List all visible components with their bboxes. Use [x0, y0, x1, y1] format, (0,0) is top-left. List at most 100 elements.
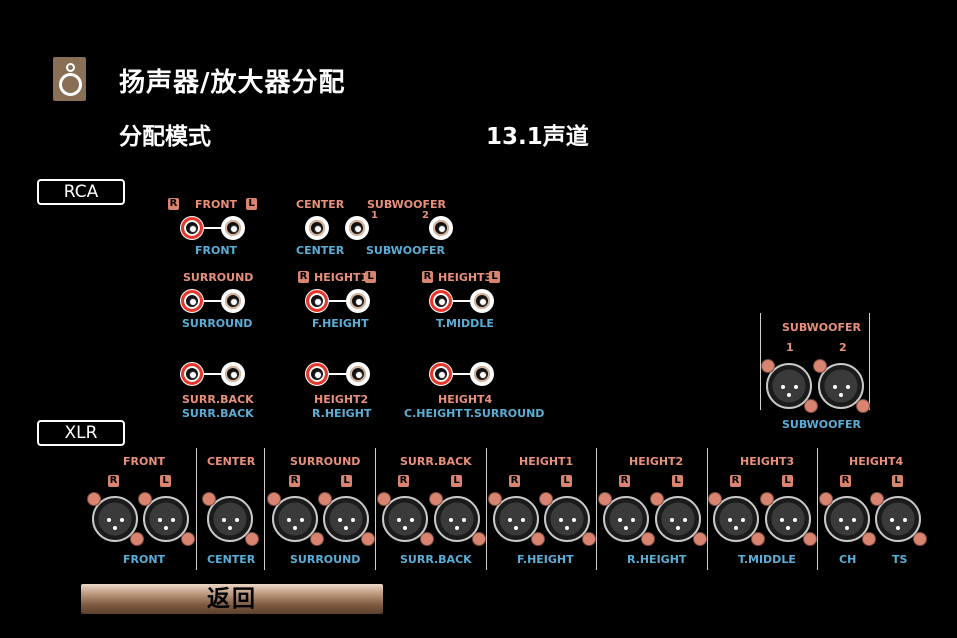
height3-r-badge: R	[422, 271, 433, 283]
rca-sub-2-label: 2	[422, 210, 429, 221]
rca-height3-top-label: HEIGHT3	[438, 271, 493, 284]
sub-xlr-top-label: SUBWOOFER	[782, 321, 861, 334]
xlr-surrback-l-badge: L	[451, 475, 462, 487]
xlr-height2-l-badge: L	[672, 475, 683, 487]
xlr-rheight-bottom-label: R.HEIGHT	[627, 553, 687, 566]
rca-sub2-jack	[430, 217, 452, 239]
rca-height4-r-jack	[430, 363, 452, 385]
xlr-divider	[707, 448, 708, 570]
rca-surrback-link	[203, 373, 222, 375]
rca-height1-top-label: HEIGHT1	[314, 271, 369, 284]
rca-rheight-bottom-label: R.HEIGHT	[312, 407, 372, 420]
rca-surround-top-label: SURROUND	[183, 271, 254, 284]
assign-mode-value[interactable]: 13.1声道	[486, 124, 589, 150]
page-title: 扬声器/放大器分配	[119, 68, 346, 98]
xlr-sub2-connector	[813, 359, 870, 413]
rca-height4-l-jack	[471, 363, 493, 385]
back-button[interactable]: 返回	[81, 584, 383, 614]
xlr-divider	[596, 448, 597, 570]
xlr-front-bottom-label: FRONT	[123, 553, 166, 566]
xlr-height3-r-badge: R	[730, 475, 741, 487]
rca-surrback-l-jack	[222, 363, 244, 385]
xlr-height4-r-badge: R	[840, 475, 851, 487]
xlr-front-top-label: FRONT	[123, 455, 166, 468]
rca-height2-top-label: HEIGHT2	[314, 393, 369, 406]
rca-height2-l-jack	[347, 363, 369, 385]
rca-sub1-jack	[346, 217, 368, 239]
rca-surround-bottom-label: SURROUND	[182, 317, 253, 330]
rca-tmiddle-bottom-label: T.MIDDLE	[436, 317, 494, 330]
speaker-icon	[53, 57, 86, 101]
xlr-ts-bottom-label: TS	[892, 553, 908, 566]
rca-height4-top-label: HEIGHT4	[438, 393, 493, 406]
xlr-surround-r-badge: R	[289, 475, 300, 487]
xlr-height4-l-connector	[870, 492, 927, 546]
xlr-height1-r-badge: R	[509, 475, 520, 487]
xlr-surround-top-label: SURROUND	[290, 455, 361, 468]
rca-front-r-jack	[181, 217, 203, 239]
front-r-badge: R	[168, 198, 179, 210]
xlr-divider	[486, 448, 487, 570]
rca-surround-l-jack	[222, 290, 244, 312]
rca-subwoofer-top-label: SUBWOOFER	[367, 198, 446, 211]
rca-height3-link	[452, 300, 471, 302]
xlr-height2-l-connector	[650, 492, 707, 546]
xlr-surrback-l-connector	[429, 492, 486, 546]
rca-center-bottom-label: CENTER	[296, 244, 345, 257]
xlr-section-label: XLR	[37, 420, 125, 446]
rca-height4-link	[452, 373, 471, 375]
xlr-front-l-connector	[138, 492, 195, 546]
xlr-surround-l-badge: L	[341, 475, 352, 487]
rca-height2-r-jack	[306, 363, 328, 385]
sub-xlr-2-label: 2	[839, 341, 847, 354]
xlr-height3-l-badge: L	[782, 475, 793, 487]
height1-l-badge: L	[365, 271, 376, 283]
height1-r-badge: R	[298, 271, 309, 283]
xlr-center-connector	[202, 492, 259, 546]
rca-center-top-label: CENTER	[296, 198, 345, 211]
assign-mode-label: 分配模式	[119, 124, 211, 150]
xlr-height3-l-connector	[760, 492, 817, 546]
front-l-badge: L	[246, 198, 257, 210]
xlr-surround-l-connector	[318, 492, 375, 546]
rca-height1-link	[328, 300, 347, 302]
xlr-front-r-badge: R	[108, 475, 119, 487]
xlr-surround-bottom-label: SURROUND	[290, 553, 361, 566]
rca-center-jack	[306, 217, 328, 239]
rca-front-l-jack	[222, 217, 244, 239]
xlr-center-top-label: CENTER	[207, 455, 256, 468]
rca-height1-r-jack	[306, 290, 328, 312]
rca-surrback-top-label: SURR.BACK	[182, 393, 254, 406]
rca-section-label: RCA	[37, 179, 125, 205]
xlr-height2-r-badge: R	[619, 475, 630, 487]
xlr-divider	[264, 448, 265, 570]
xlr-surrback-r-badge: R	[398, 475, 409, 487]
xlr-height4-top-label: HEIGHT4	[849, 455, 904, 468]
rca-height1-l-jack	[347, 290, 369, 312]
xlr-front-l-badge: L	[160, 475, 171, 487]
rca-fheight-bottom-label: F.HEIGHT	[312, 317, 369, 330]
xlr-sub1-connector	[761, 359, 818, 413]
rca-surrback-bottom-label: SURR.BACK	[182, 407, 254, 420]
rca-surrback-r-jack	[181, 363, 203, 385]
xlr-surrback-bottom-label: SURR.BACK	[400, 553, 472, 566]
xlr-height4-r-connector	[819, 492, 876, 546]
xlr-height1-l-badge: L	[561, 475, 572, 487]
rca-height3-l-jack	[471, 290, 493, 312]
xlr-fheight-bottom-label: F.HEIGHT	[517, 553, 574, 566]
rca-front-bottom-label: FRONT	[195, 244, 238, 257]
xlr-divider	[196, 448, 197, 570]
rca-sub-1-label: 1	[371, 210, 378, 221]
rca-front-top-label: FRONT	[195, 198, 238, 211]
xlr-height3-r-connector	[708, 492, 765, 546]
xlr-surround-r-connector	[267, 492, 324, 546]
rca-surround-r-jack	[181, 290, 203, 312]
xlr-divider	[375, 448, 376, 570]
rca-subwoofer-bottom-label: SUBWOOFER	[366, 244, 445, 257]
xlr-front-r-connector	[87, 492, 144, 546]
rca-tsurround-bottom-label: T.SURROUND	[464, 407, 545, 420]
xlr-surrback-top-label: SURR.BACK	[400, 455, 472, 468]
rca-front-link	[203, 227, 222, 229]
xlr-height4-l-badge: L	[892, 475, 903, 487]
xlr-tmiddle-bottom-label: T.MIDDLE	[738, 553, 796, 566]
